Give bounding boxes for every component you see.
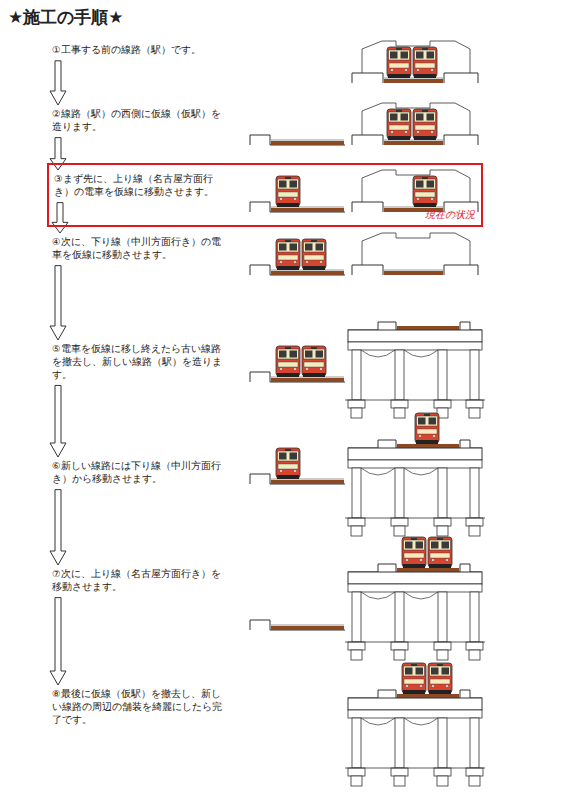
down-arrow <box>50 138 66 170</box>
down-arrow <box>50 598 66 685</box>
step-text: ④次に、下り線（中川方面行き）の電車を仮線に移動させます。 <box>52 236 224 262</box>
step-description: ⑥新しい線路には下り線（中川方面行き）から移動させます。 <box>52 460 224 486</box>
down-arrow <box>50 61 66 105</box>
step-description: ⑧最後に仮線（仮駅）を撤去し、新しい線路の周辺の舗装を綺麗にしたら完了です。 <box>52 688 224 726</box>
step-text: ②線路（駅）の西側に仮線（仮駅）を造ります。 <box>52 108 224 134</box>
step-description: ②線路（駅）の西側に仮線（仮駅）を造ります。 <box>52 108 224 134</box>
step-text: ⑤電車を仮線に移し終えたら古い線路を撤去し、新しい線路（駅）を造ります。 <box>52 343 224 381</box>
page-title: ★施工の手順★ <box>8 6 123 29</box>
step-description: ⑦次に、上り線（名古屋方面行き）を移動させます。 <box>52 568 224 594</box>
step-description: ③まず先に、上り線（名古屋方面行き）の電車を仮線に移動させます。 <box>54 173 226 199</box>
step-text: ③まず先に、上り線（名古屋方面行き）の電車を仮線に移動させます。 <box>54 173 226 199</box>
step-text: ⑧最後に仮線（仮駅）を撤去し、新しい線路の周辺の舗装を綺麗にしたら完了です。 <box>52 688 224 726</box>
step-description: ①工事する前の線路（駅）です。 <box>52 44 224 57</box>
step-text: ①工事する前の線路（駅）です。 <box>52 44 224 57</box>
step-description: ⑤電車を仮線に移し終えたら古い線路を撤去し、新しい線路（駅）を造ります。 <box>52 343 224 381</box>
current-status-box: 現在の状況 ③まず先に、上り線（名古屋方面行き）の電車を仮線に移動させます。 <box>47 163 483 227</box>
down-arrow <box>50 490 66 565</box>
step-text: ⑦次に、上り線（名古屋方面行き）を移動させます。 <box>52 568 224 594</box>
down-arrow <box>52 203 68 233</box>
step-description: ④次に、下り線（中川方面行き）の電車を仮線に移動させます。 <box>52 236 224 262</box>
down-arrow <box>50 266 66 340</box>
step-text: ⑥新しい線路には下り線（中川方面行き）から移動させます。 <box>52 460 224 486</box>
down-arrow <box>50 385 66 457</box>
status-label: 現在の状況 <box>425 208 475 222</box>
